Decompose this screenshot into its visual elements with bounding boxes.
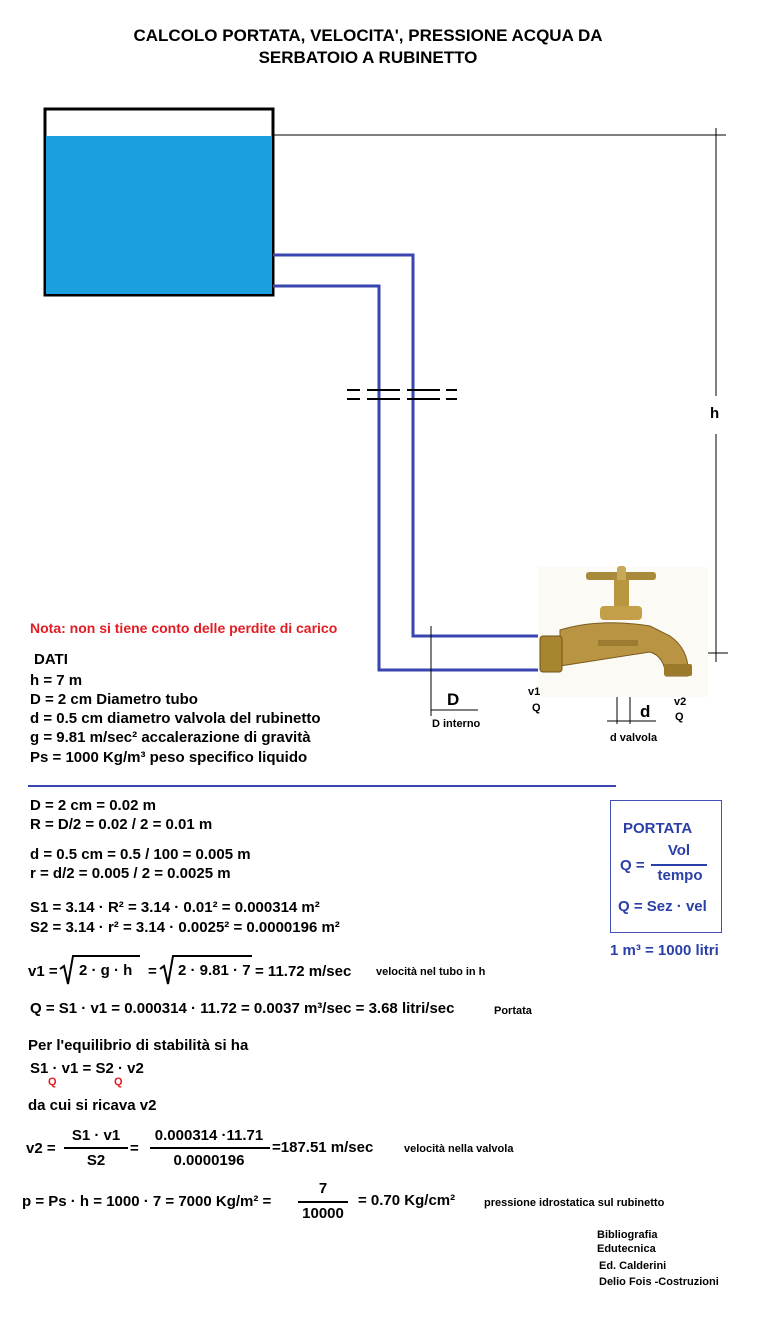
v2-result: =187.51 m/sec (272, 1139, 374, 1156)
v1-note: velocità nel tubo in h (376, 966, 486, 978)
Q-note: Portata (494, 1005, 532, 1017)
q1-label: Q (532, 702, 541, 714)
p-fraction-bar (298, 1201, 348, 1203)
calc-R: R = D/2 = 0.02 / 2 = 0.01 m (30, 816, 213, 833)
v2-num1: S1 · v1 (71, 1127, 121, 1144)
calc-D: D = 2 cm = 0.02 m (30, 797, 156, 814)
biblio-2: Ed. Calderini (599, 1260, 667, 1272)
section-divider (28, 785, 616, 787)
v1-root2: 2 · 9.81 · 7 (178, 962, 251, 979)
portata-num: Vol (667, 842, 691, 859)
ricava-text: da cui si ricava v2 (28, 1097, 157, 1114)
v2-den1: S2 (86, 1152, 106, 1169)
v2-num2: 0.000314 ·11.71 (154, 1127, 264, 1144)
calc-S2: S2 = 3.14 · r² = 3.14 · 0.0025² = 0.0000… (30, 919, 340, 936)
eq-q1: Q (48, 1076, 57, 1088)
portata-den: tempo (657, 867, 703, 884)
v1-left: v1 = (28, 963, 58, 980)
note-text: Nota: non si tiene conto delle perdite d… (30, 620, 338, 636)
p-note: pressione idrostatica sul rubinetto (484, 1197, 665, 1209)
calc-r: r = d/2 = 0.005 / 2 = 0.0025 m (30, 865, 231, 882)
page-title-line1: CALCOLO PORTATA, VELOCITA', PRESSIONE AC… (133, 26, 603, 45)
water-fill (46, 136, 272, 294)
v2-fraction-bar2 (150, 1147, 270, 1149)
portata-formula: Q = Sez · vel (618, 898, 707, 915)
page-title-line2: SERBATOIO A RUBINETTO (258, 48, 478, 67)
D-caption: D interno (432, 718, 481, 730)
v2-den2: 0.0000196 (173, 1152, 245, 1169)
portata-conversion: 1 m³ = 1000 litri (610, 942, 719, 959)
v1-result: = 11.72 m/sec (255, 963, 352, 980)
pipe-break-marks (347, 389, 457, 400)
biblio-title: Bibliografia (597, 1229, 658, 1241)
v2-note: velocità nella valvola (404, 1143, 514, 1155)
equilibrio-eq: S1 · v1 = S2 · v2 (30, 1060, 144, 1077)
p-den: 10000 (302, 1205, 344, 1222)
D-label: D (447, 690, 460, 709)
pipe-inner-wall (273, 284, 548, 672)
dati-h: h = 7 m (30, 672, 83, 689)
dati-heading: DATI (34, 651, 68, 668)
h-label: h (710, 405, 720, 422)
calc-d: d = 0.5 cm = 0.5 / 100 = 0.005 m (30, 846, 251, 863)
v2-eq: = (130, 1140, 139, 1157)
portata-q-eq: Q = (620, 857, 645, 874)
portata-box: PORTATA Q = Vol tempo Q = Sez · vel (610, 800, 722, 933)
equilibrio-text: Per l'equilibrio di stabilità si ha (28, 1037, 249, 1054)
eq-q2: Q (114, 1076, 123, 1088)
v2-fraction-bar1 (64, 1147, 128, 1149)
dati-d: d = 0.5 cm diametro valvola del rubinett… (30, 710, 321, 727)
portata-title: PORTATA (623, 820, 693, 837)
v2-left: v2 = (26, 1140, 56, 1157)
d-label: d (640, 702, 651, 721)
v1-eq: = (148, 963, 157, 980)
v2-label: v2 (674, 696, 687, 708)
q2-label: Q (675, 711, 684, 723)
v1-root1: 2 · g · h (79, 962, 133, 979)
calc-S1: S1 = 3.14 · R² = 3.14 · 0.01² = 0.000314… (30, 899, 320, 916)
biblio-1: Edutecnica (597, 1243, 656, 1255)
biblio-3: Delio Fois -Costruzioni (599, 1276, 719, 1288)
dati-g: g = 9.81 m/sec² accalerazione di gravità (30, 729, 311, 746)
calc-Q: Q = S1 · v1 = 0.000314 · 11.72 = 0.0037 … (30, 1000, 455, 1017)
dati-Ps: Ps = 1000 Kg/m³ peso specifico liquido (30, 749, 308, 766)
p-result: = 0.70 Kg/cm² (358, 1192, 456, 1209)
pipe-outer-wall (273, 253, 548, 638)
d-caption: d valvola (610, 732, 658, 744)
v1-label: v1 (528, 686, 541, 698)
portata-fraction-bar (651, 864, 707, 866)
dati-D: D = 2 cm Diametro tubo (30, 691, 198, 708)
brass-faucet-icon (538, 566, 708, 697)
p-num: 7 (318, 1180, 328, 1197)
p-left: p = Ps · h = 1000 · 7 = 7000 Kg/m² = (22, 1193, 272, 1210)
